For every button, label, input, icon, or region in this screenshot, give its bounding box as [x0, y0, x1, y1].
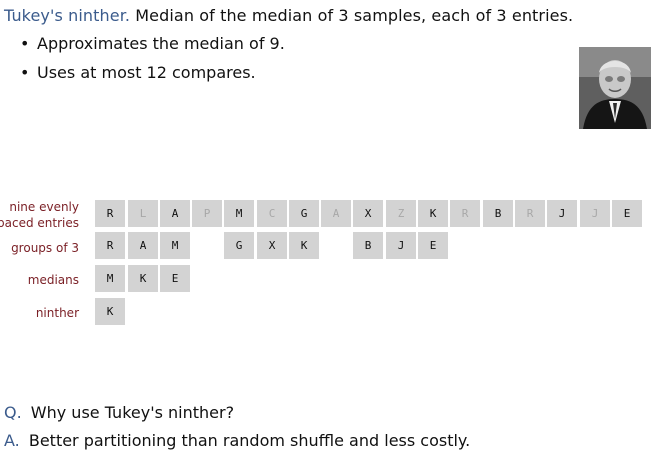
group-cell: M [160, 232, 190, 259]
median-cell: M [95, 265, 125, 292]
answer-text: Better partitioning than random shuffle … [28, 431, 471, 450]
group-cell: B [353, 232, 383, 259]
entry-cell: G [289, 200, 319, 227]
entry-cell: C [257, 200, 287, 227]
entry-cell: A [160, 200, 190, 227]
median-cell: E [160, 265, 190, 292]
row-label-medians: medians [27, 273, 79, 287]
entry-cell: R [95, 200, 125, 227]
entry-cell: L [128, 200, 158, 227]
question-line: Q. Why use Tukey's ninther? [4, 403, 234, 422]
question-text: Why use Tukey's ninther? [30, 403, 235, 422]
bullet-item: Uses at most 12 compares. [20, 63, 285, 92]
term-description: Median of the median of 3 samples, each … [135, 6, 574, 25]
ninther-cell: K [95, 298, 125, 325]
portrait-photo [579, 47, 651, 129]
term-title: Tukey's ninther. [4, 6, 131, 25]
row-label-ninther: ninther [35, 306, 79, 320]
row-label-groups: groups of 3 [11, 241, 79, 255]
row-label-nine-evenly: nine evenly spaced entries [0, 199, 79, 231]
group-cell: K [289, 232, 319, 259]
entry-cell: B [483, 200, 513, 227]
bullet-item: Approximates the median of 9. [20, 34, 285, 63]
answer-line: A. Better partitioning than random shuff… [4, 431, 470, 450]
group-cell: E [418, 232, 448, 259]
entry-cell: K [418, 200, 448, 227]
entry-cell: P [192, 200, 222, 227]
entry-cell: A [321, 200, 351, 227]
entry-cell: R [450, 200, 480, 227]
median-cell: K [128, 265, 158, 292]
entry-cell: X [353, 200, 383, 227]
group-cell: X [257, 232, 287, 259]
entry-cell: J [547, 200, 577, 227]
group-cell: A [128, 232, 158, 259]
row-label-line: spaced entries [0, 216, 79, 230]
slide-header: Tukey's ninther. Median of the median of… [4, 6, 573, 25]
entry-cell: Z [386, 200, 416, 227]
group-cell: R [95, 232, 125, 259]
entry-cell: E [612, 200, 642, 227]
row-label-line: nine evenly [9, 200, 79, 214]
bullet-list: Approximates the median of 9. Uses at mo… [20, 34, 285, 92]
entry-cell: J [580, 200, 610, 227]
group-cell: J [386, 232, 416, 259]
entry-cell: M [224, 200, 254, 227]
question-tag: Q. [4, 403, 22, 422]
entry-cell: R [515, 200, 545, 227]
answer-tag: A. [4, 431, 20, 450]
group-cell: G [224, 232, 254, 259]
